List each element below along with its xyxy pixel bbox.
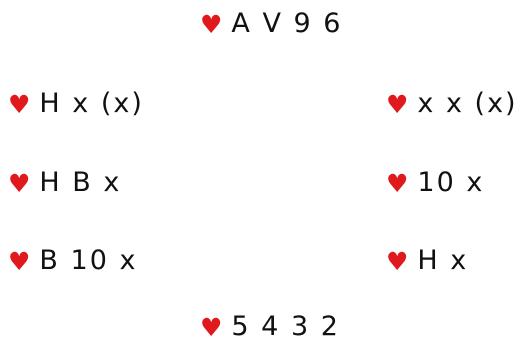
heart-suit-icon: ♥ (200, 10, 223, 39)
east-cards-1: x x (x) (417, 88, 518, 119)
heart-suit-icon: ♥ (8, 247, 31, 276)
heart-suit-icon: ♥ (386, 247, 409, 276)
east-cards-2: 10 x (417, 167, 485, 198)
west-cards-2: H B x (39, 167, 122, 198)
heart-suit-icon: ♥ (8, 169, 31, 198)
north-cards: A V 9 6 (231, 8, 343, 39)
heart-suit-icon: ♥ (200, 313, 223, 342)
south-cards: 5 4 3 2 (231, 311, 340, 342)
heart-suit-icon: ♥ (386, 169, 409, 198)
west-cards-1: H x (x) (39, 88, 144, 119)
west-hand-3: ♥ B 10 x (8, 244, 137, 278)
east-hand-1: ♥ x x (x) (386, 87, 518, 121)
west-hand-1: ♥ H x (x) (8, 87, 144, 121)
east-hand-3: ♥ H x (386, 244, 468, 278)
south-hand: ♥ 5 4 3 2 (200, 310, 340, 344)
east-cards-3: H x (417, 245, 469, 276)
north-hand: ♥ A V 9 6 (200, 7, 342, 41)
west-cards-3: B 10 x (39, 245, 138, 276)
east-hand-2: ♥ 10 x (386, 166, 484, 200)
heart-suit-icon: ♥ (8, 90, 31, 119)
heart-suit-icon: ♥ (386, 90, 409, 119)
west-hand-2: ♥ H B x (8, 166, 121, 200)
